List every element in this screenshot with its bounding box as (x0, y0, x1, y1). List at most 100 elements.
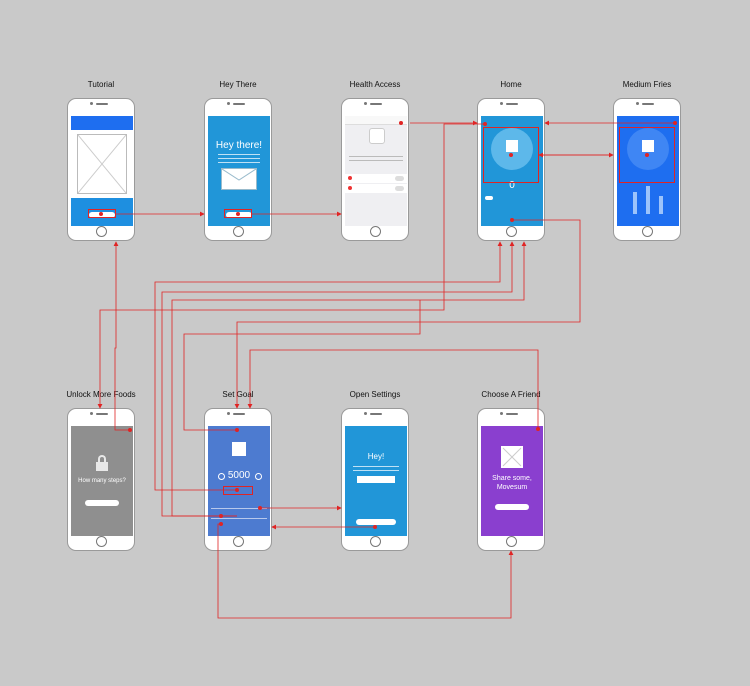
phone-unlock-more-foods[interactable]: How many steps? (67, 408, 135, 551)
settings-field[interactable] (357, 476, 395, 483)
hotspot-hey-there-continue[interactable] (224, 209, 252, 218)
speaker-icon (506, 103, 518, 105)
screen-health-access (345, 116, 407, 226)
home-button-icon[interactable] (96, 536, 107, 547)
home-button-icon[interactable] (370, 226, 381, 237)
link-dot (536, 427, 540, 431)
flame-icon (348, 176, 352, 180)
choose-friend-button[interactable] (495, 504, 529, 510)
decrement-icon[interactable] (218, 473, 225, 480)
speaker-icon (506, 413, 518, 415)
home-small-button[interactable] (485, 196, 493, 200)
body-text-line (218, 158, 260, 159)
speaker-icon (233, 103, 245, 105)
link-dot (235, 488, 239, 492)
camera-icon (227, 102, 230, 105)
image-placeholder (77, 134, 127, 194)
home-button-icon[interactable] (506, 536, 517, 547)
hotspot-set-goal-button[interactable] (223, 486, 253, 495)
link-dot (99, 212, 103, 216)
label-hey-there: Hey There (219, 80, 257, 89)
link-dot (645, 153, 649, 157)
nutrition-bar (633, 192, 637, 214)
link-dot (219, 514, 223, 518)
phone-choose-a-friend[interactable]: Share some, Movesum (477, 408, 545, 551)
steps-icon (348, 186, 352, 190)
link-dot (673, 121, 677, 125)
link-unlock-to-tutorial (113, 241, 130, 431)
screen-medium-fries (617, 116, 679, 226)
label-choose-a-friend: Choose A Friend (481, 390, 541, 399)
link-dot (235, 428, 239, 432)
speaker-icon (370, 103, 382, 105)
unlock-action-button[interactable] (85, 500, 119, 506)
link-dot (509, 153, 513, 157)
link-dot (128, 428, 132, 432)
open-settings-headline: Hey! (367, 452, 385, 461)
hey-there-headline: Hey there! (215, 140, 263, 151)
phone-set-goal[interactable]: 5000 (204, 408, 272, 551)
link-dot (483, 122, 487, 126)
home-step-count: 0 (509, 180, 515, 191)
goal-value: 5000 (227, 470, 251, 481)
camera-icon (90, 412, 93, 415)
home-button-icon[interactable] (233, 536, 244, 547)
screen-set-goal: 5000 (208, 426, 270, 536)
nutrition-bar (659, 196, 663, 214)
phone-open-settings[interactable]: Hey! (341, 408, 409, 551)
text-line (353, 466, 399, 467)
link-home-to-unlock (97, 123, 485, 409)
unlock-question: How many steps? (78, 478, 126, 484)
home-button-icon[interactable] (370, 536, 381, 547)
health-nav-bar (345, 116, 407, 125)
goal-image-placeholder (232, 442, 246, 456)
body-text-line (218, 162, 260, 163)
screen-tutorial (71, 116, 133, 226)
phone-tutorial[interactable] (67, 98, 135, 241)
health-row-active-energy[interactable] (345, 174, 407, 183)
link-set-goal-to-home-2 (161, 241, 515, 517)
screen-unlock-more-foods: How many steps? (71, 426, 133, 536)
home-button-icon[interactable] (96, 226, 107, 237)
open-settings-button[interactable] (356, 519, 396, 525)
link-choose-friend-to-set-goal (247, 349, 539, 429)
hotspot-tutorial-next[interactable] (88, 209, 116, 218)
food-icon (506, 140, 518, 152)
speaker-icon (642, 103, 654, 105)
toggle-switch[interactable] (395, 176, 404, 181)
camera-icon (636, 102, 639, 105)
increment-icon[interactable] (255, 473, 262, 480)
health-row-steps[interactable] (345, 184, 407, 193)
link-set-goal-to-choose-friend (217, 523, 514, 619)
speaker-icon (96, 103, 108, 105)
camera-icon (364, 412, 367, 415)
phone-home[interactable]: 0 (477, 98, 545, 241)
envelope-icon (221, 168, 257, 190)
speaker-icon (96, 413, 108, 415)
home-button-icon[interactable] (233, 226, 244, 237)
phone-medium-fries[interactable] (613, 98, 681, 241)
link-dot (510, 218, 514, 222)
link-home-to-choose-friend (234, 219, 581, 409)
screen-hey-there: Hey there! (208, 116, 270, 226)
toggle-switch[interactable] (395, 186, 404, 191)
link-dot (236, 212, 240, 216)
camera-icon (227, 412, 230, 415)
speaker-icon (370, 413, 382, 415)
home-button-icon[interactable] (506, 226, 517, 237)
hotspot-fries-circle[interactable] (619, 127, 675, 183)
speaker-icon (233, 413, 245, 415)
link-dot (373, 525, 377, 529)
link-set-goal-to-home-3 (171, 241, 527, 517)
body-text-line (218, 154, 260, 155)
label-open-settings: Open Settings (349, 390, 401, 399)
label-unlock-more-foods: Unlock More Foods (66, 390, 136, 399)
home-button-icon[interactable] (642, 226, 653, 237)
phone-health-access[interactable] (341, 98, 409, 241)
nutrition-bar (646, 186, 650, 214)
link-dot (219, 522, 223, 526)
settings-divider (211, 508, 267, 509)
health-app-icon (369, 128, 385, 144)
text-line (349, 160, 403, 161)
label-health-access: Health Access (349, 80, 401, 89)
